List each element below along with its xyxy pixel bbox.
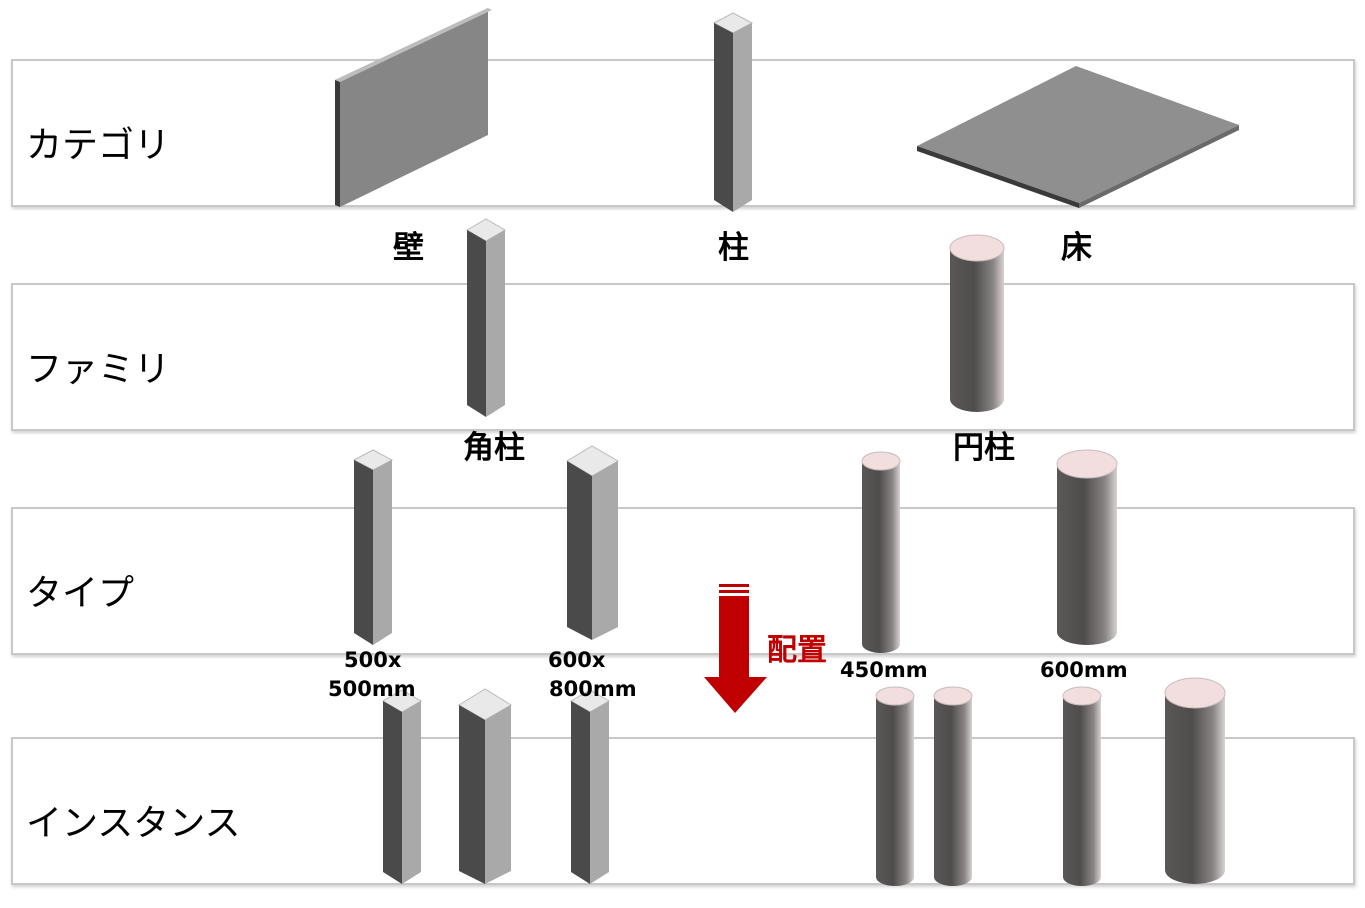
label-column: 柱 [718,230,749,266]
square-column-family-shape [466,218,506,417]
placement-arrow [704,584,767,713]
band-title-family: ファミリ [26,349,171,390]
label-type-round-large: 600mm [1040,658,1128,682]
label-type-square-large-1: 600x [548,648,606,672]
floor-shape [917,66,1239,208]
type-band [11,507,1355,655]
label-type-square-large-2: 800mm [549,677,637,701]
band-title-type: タイプ [26,573,135,614]
label-type-square-small-1: 500x [344,648,402,672]
label-type-square-small-2: 500mm [328,677,416,701]
instance-square-3 [570,689,610,884]
instance-round-1 [875,686,915,886]
label-type-round-small: 450mm [840,658,928,682]
instance-band [11,737,1355,885]
instance-round-4 [1164,677,1226,884]
instance-square-2 [458,688,512,884]
instance-square-1 [382,689,422,884]
type-square-small-shape [352,449,394,645]
band-title-instance: インスタンス [26,803,241,844]
label-round-column: 円柱 [953,430,1015,466]
column-shape [712,12,754,212]
type-square-large-shape [566,445,620,640]
band-title-category: カテゴリ [26,125,171,166]
type-round-small-shape [861,451,901,653]
round-column-family-shape [949,234,1005,412]
label-square-column: 角柱 [463,430,525,466]
wall-shape [335,8,492,207]
family-band [11,283,1355,431]
type-round-large-shape [1056,449,1118,645]
label-floor: 床 [1061,230,1092,266]
label-wall: 壁 [393,230,424,266]
placement-label: 配置 [767,633,827,668]
instance-round-2 [933,686,973,886]
instance-round-3 [1062,686,1102,886]
